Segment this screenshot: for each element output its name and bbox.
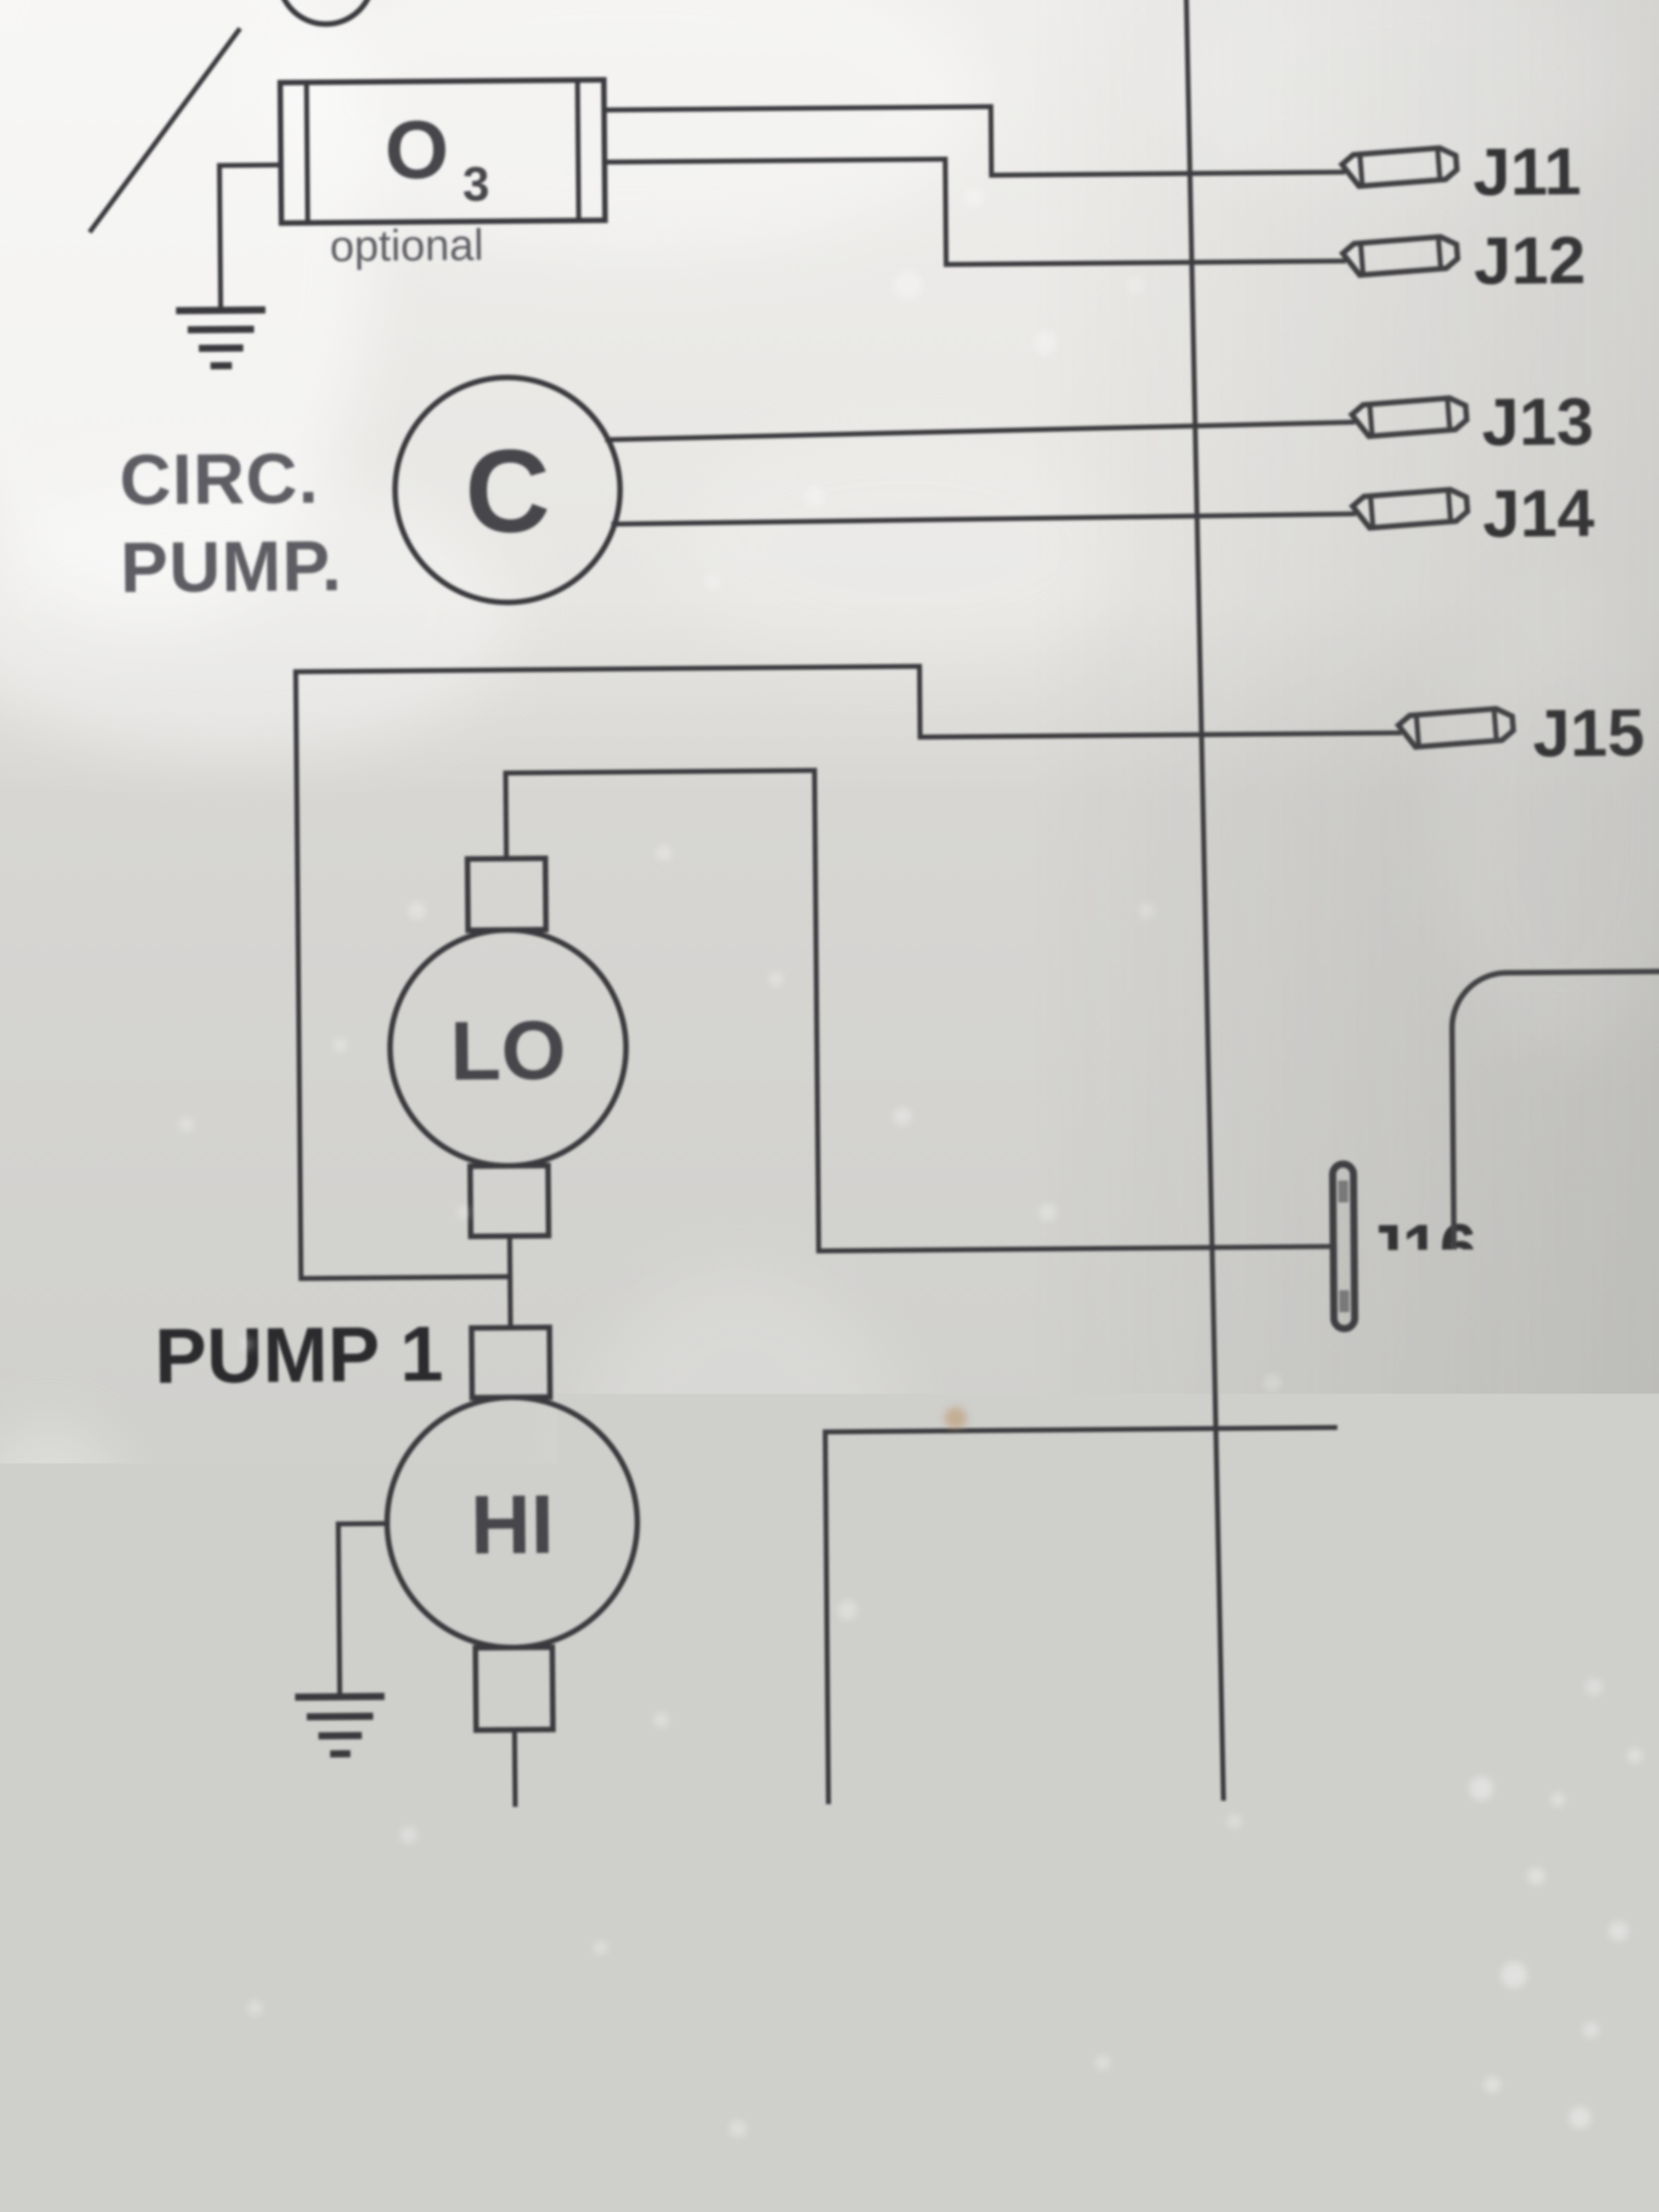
edge-shading — [0, 0, 1659, 2212]
schematic-svg: O 3 optional CIRC. PUMP. C LO — [0, 0, 1659, 2212]
wiring-diagram-photo: O 3 optional CIRC. PUMP. C LO — [0, 0, 1659, 2212]
